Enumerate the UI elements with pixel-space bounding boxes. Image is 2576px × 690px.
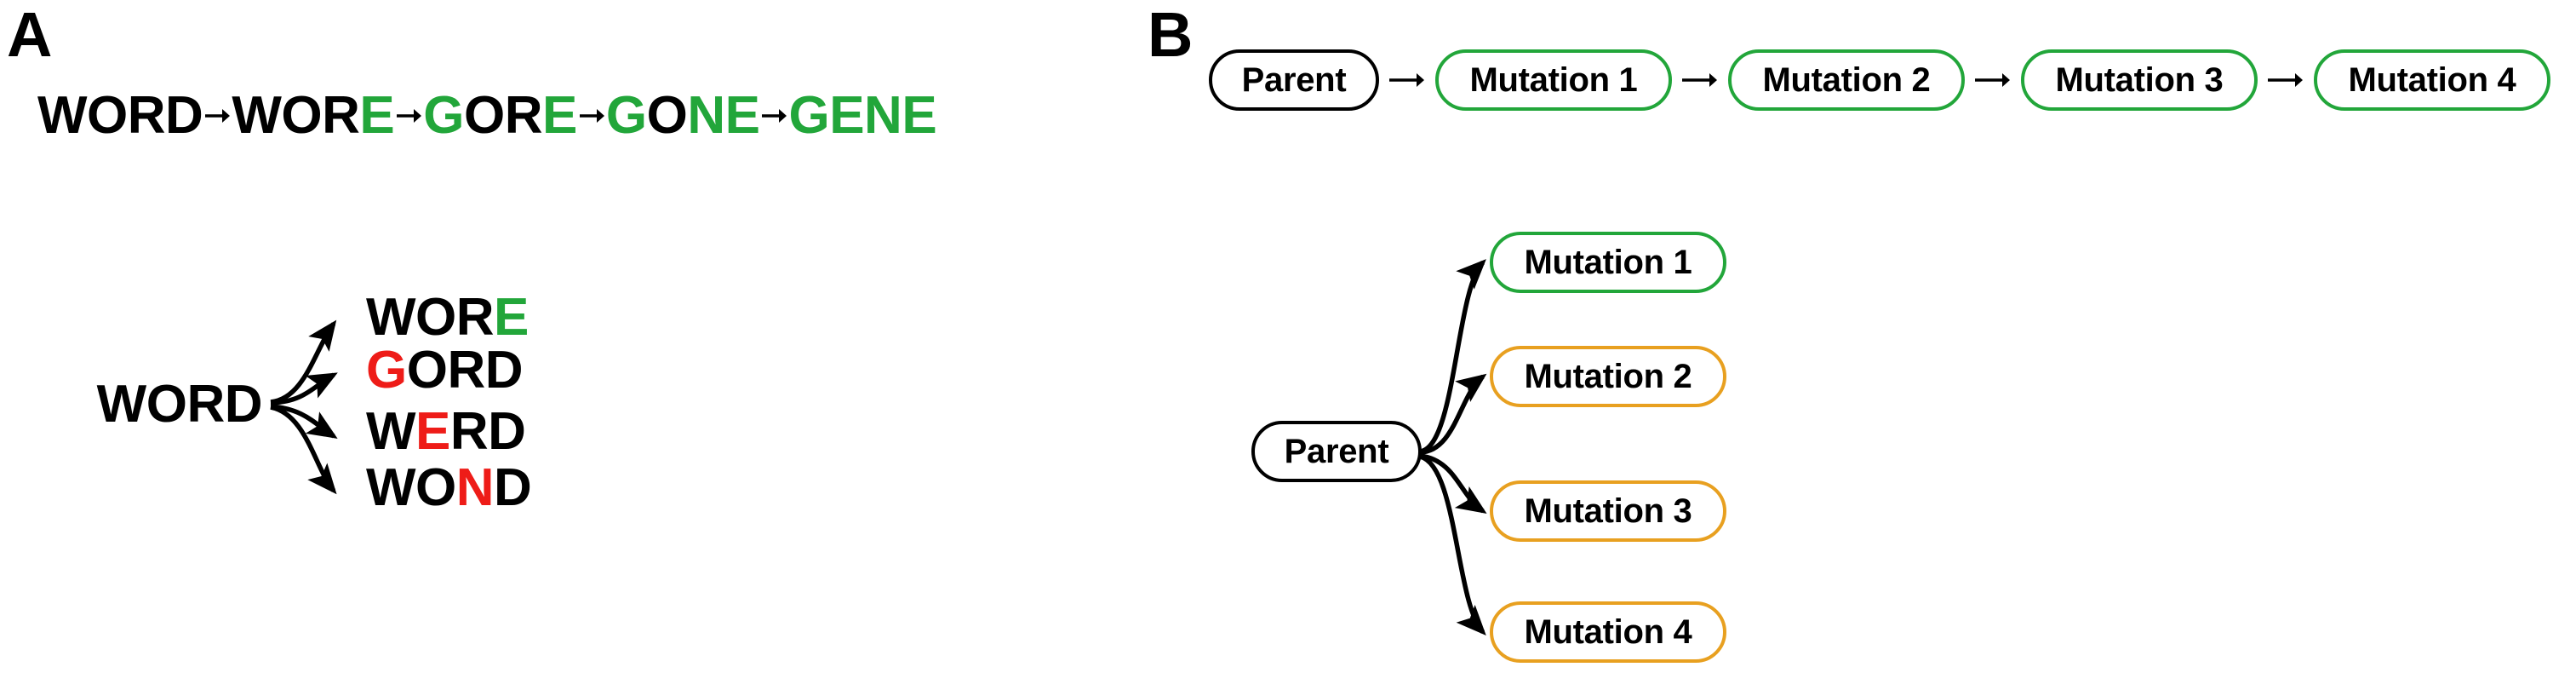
arrow-right-icon [1387,63,1426,97]
arrow-right-icon [203,89,232,142]
panel-a-fan-leaf-2-letter-3: R [447,341,485,400]
panel-b-mutation-chain: Parent Mutation 1 Mutation 2 Mutation 3 Muta… [1209,37,2571,131]
panel-a-fan-leaf-3-letter-3: R [449,402,489,461]
panel-a-chain-word-2-letter-3: R [322,86,360,145]
arrow-right-icon [1972,63,2012,97]
panel-a-chain-word-5-letter-3: N [864,86,902,145]
panel-a-chain-word-1-letter-3: R [127,86,166,145]
panel-a-fan-root-letter-3: R [186,375,225,434]
panel-a-fan-leaf-1: WORE [366,291,529,344]
panel-b-chain-node-2[interactable]: Mutation 1 [1435,49,1672,111]
panel-b-fan-leaf-node-1[interactable]: Mutation 1 [1490,232,1726,293]
panel-a-chain-word-4: GONE [606,89,760,142]
panel-a-fan-leaf-4: WOND [366,462,532,515]
panel-a-fan-leaf-1-letter-3: R [455,288,495,347]
panel-a-chain-word-5-letter-4: E [902,86,937,145]
panel-a-fan-leaf-2: GORD [366,341,524,400]
panel-a-chain-word-4-letter-3: N [687,86,725,145]
panel-b-chain-node-4[interactable]: Mutation 3 [2021,49,2258,111]
arrow-right-icon [2265,63,2304,97]
panel-a-fan-leaf-3-letter-1: W [366,402,416,461]
panel-a-fan-root-letter-1: W [96,375,147,434]
panel-a-chain-word-2-letter-2: O [281,86,323,145]
panel-a-fan-leaf-4-letter-3: N [455,458,495,517]
panel-a-chain-word-3-letter-4: E [541,86,577,145]
panel-a-chain-word-5-letter-1: G [788,86,830,145]
panel-b-chain-node-5[interactable]: Mutation 4 [2314,49,2550,111]
panel-a-chain-word-1-letter-1: W [37,86,88,145]
panel-a-fan-leaf-3: WERD [366,402,526,461]
panel-b-fan-root-node[interactable]: Parent [1251,421,1422,482]
panel-a-chain-word-1: WORD [37,89,203,142]
arrow-right-icon [759,89,788,142]
panel-a-chain-word-3-letter-3: R [504,86,543,145]
panel-a-fan-arrows [270,319,338,495]
panel-b-chain-node-3[interactable]: Mutation 2 [1728,49,1965,111]
panel-a-fan-leaf-4-letter-1: W [366,458,416,517]
arrow-right-icon [1680,63,1719,97]
panel-a-fan-leaf-1-letter-1: W [366,288,416,347]
panel-a-fan-leaf-4-letter-2: O [415,458,456,517]
panel-a-chain-word-5-letter-2: E [829,86,865,145]
panel-a-chain-word-4-letter-2: O [646,86,688,145]
panel-a-fan-root-letter-2: O [146,375,187,434]
panel-a-fan-root-letter-4: D [224,375,263,434]
panel-b-label: B [1148,0,1193,70]
panel-a-chain-word-3-letter-1: G [423,86,464,145]
panel-a-chain-word-1-letter-2: O [87,86,128,145]
panel-a-fan-leaf-4-letter-4: D [494,458,532,517]
panel-a-chain-word-2-letter-4: E [359,86,395,145]
panel-a-chain-word-4-letter-4: E [724,86,760,145]
panel-a-chain-word-3-letter-2: O [463,86,505,145]
panel-a-chain-word-2-letter-1: W [232,86,282,145]
panel-a-fan-leaf-2-letter-2: O [406,341,448,400]
panel-a-fan-diagram: WORD WORE GORD WERD WOND [34,239,596,613]
panel-a-fan-leaf-3-letter-2: E [415,402,450,461]
panel-a-chain-word-3: GORE [423,89,577,142]
panel-b-chain-node-1[interactable]: Parent [1209,49,1379,111]
panel-b-fan-arrows [1418,259,1487,636]
panel-a-chain-word-4-letter-1: G [605,86,647,145]
panel-a-chain-word-2: WORE [232,89,394,142]
panel-a-fan-leaf-1-letter-4: E [494,288,529,347]
panel-a-fan-leaf-2-letter-1: G [366,341,407,400]
panel-b-fan-diagram: Parent Mutation 1 Mutation 2 Mutation 3 Muta… [1200,196,2137,690]
panel-a-fan-leaf-1-letter-2: O [415,288,456,347]
panel-b-fan-leaf-node-4[interactable]: Mutation 4 [1490,601,1726,663]
panel-a-fan-root-word: WORD [34,375,263,434]
panel-a-chain-word-5: GENE [788,89,936,142]
panel-a-fan-leaf-2-letter-4: D [484,341,524,400]
panel-b-fan-leaf-node-2[interactable]: Mutation 2 [1490,346,1726,407]
arrow-right-icon [394,89,423,142]
panel-b-fan-leaf-node-3[interactable]: Mutation 3 [1490,480,1726,542]
panel-a-label: A [7,0,52,70]
arrow-right-icon [577,89,606,142]
panel-a-fan-leaf-3-letter-4: D [488,402,526,461]
panel-a-chain-word-1-letter-4: D [165,86,203,145]
